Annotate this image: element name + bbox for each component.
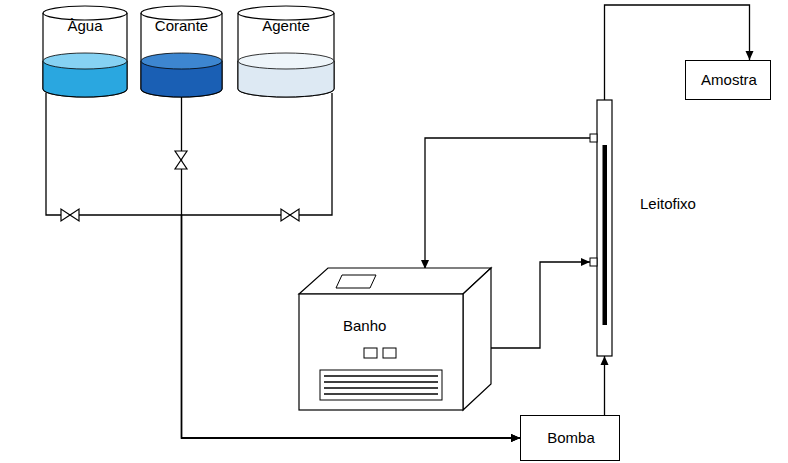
fixed-bed-column: Leitofixo (585, 98, 725, 358)
process-box: Bomba (520, 415, 620, 461)
pipe-connector (182, 93, 521, 438)
node-outline (298, 266, 494, 412)
pipe-connector (182, 97, 521, 438)
bath-unit: Banho (298, 266, 494, 412)
node-label: Àgua (67, 18, 102, 35)
node-label: Bomba (547, 430, 595, 447)
pipe-connector (425, 138, 590, 269)
node-label: Banho (343, 318, 386, 335)
valve-symbol (61, 151, 299, 221)
process-box: Amostra (685, 60, 771, 100)
pipe-connector (46, 93, 520, 438)
tank-node: Agente (237, 5, 335, 97)
node-label: Amostra (701, 72, 757, 89)
tank-node: Àgua (42, 5, 128, 97)
pipe-connector (478, 262, 590, 348)
node-label: Corante (155, 18, 208, 35)
node-label: Leitofixo (640, 196, 696, 213)
pipe-connector (604, 356, 605, 415)
tank-node: Corante (140, 5, 223, 97)
node-label: Agente (262, 18, 310, 35)
node-outline (585, 98, 725, 358)
